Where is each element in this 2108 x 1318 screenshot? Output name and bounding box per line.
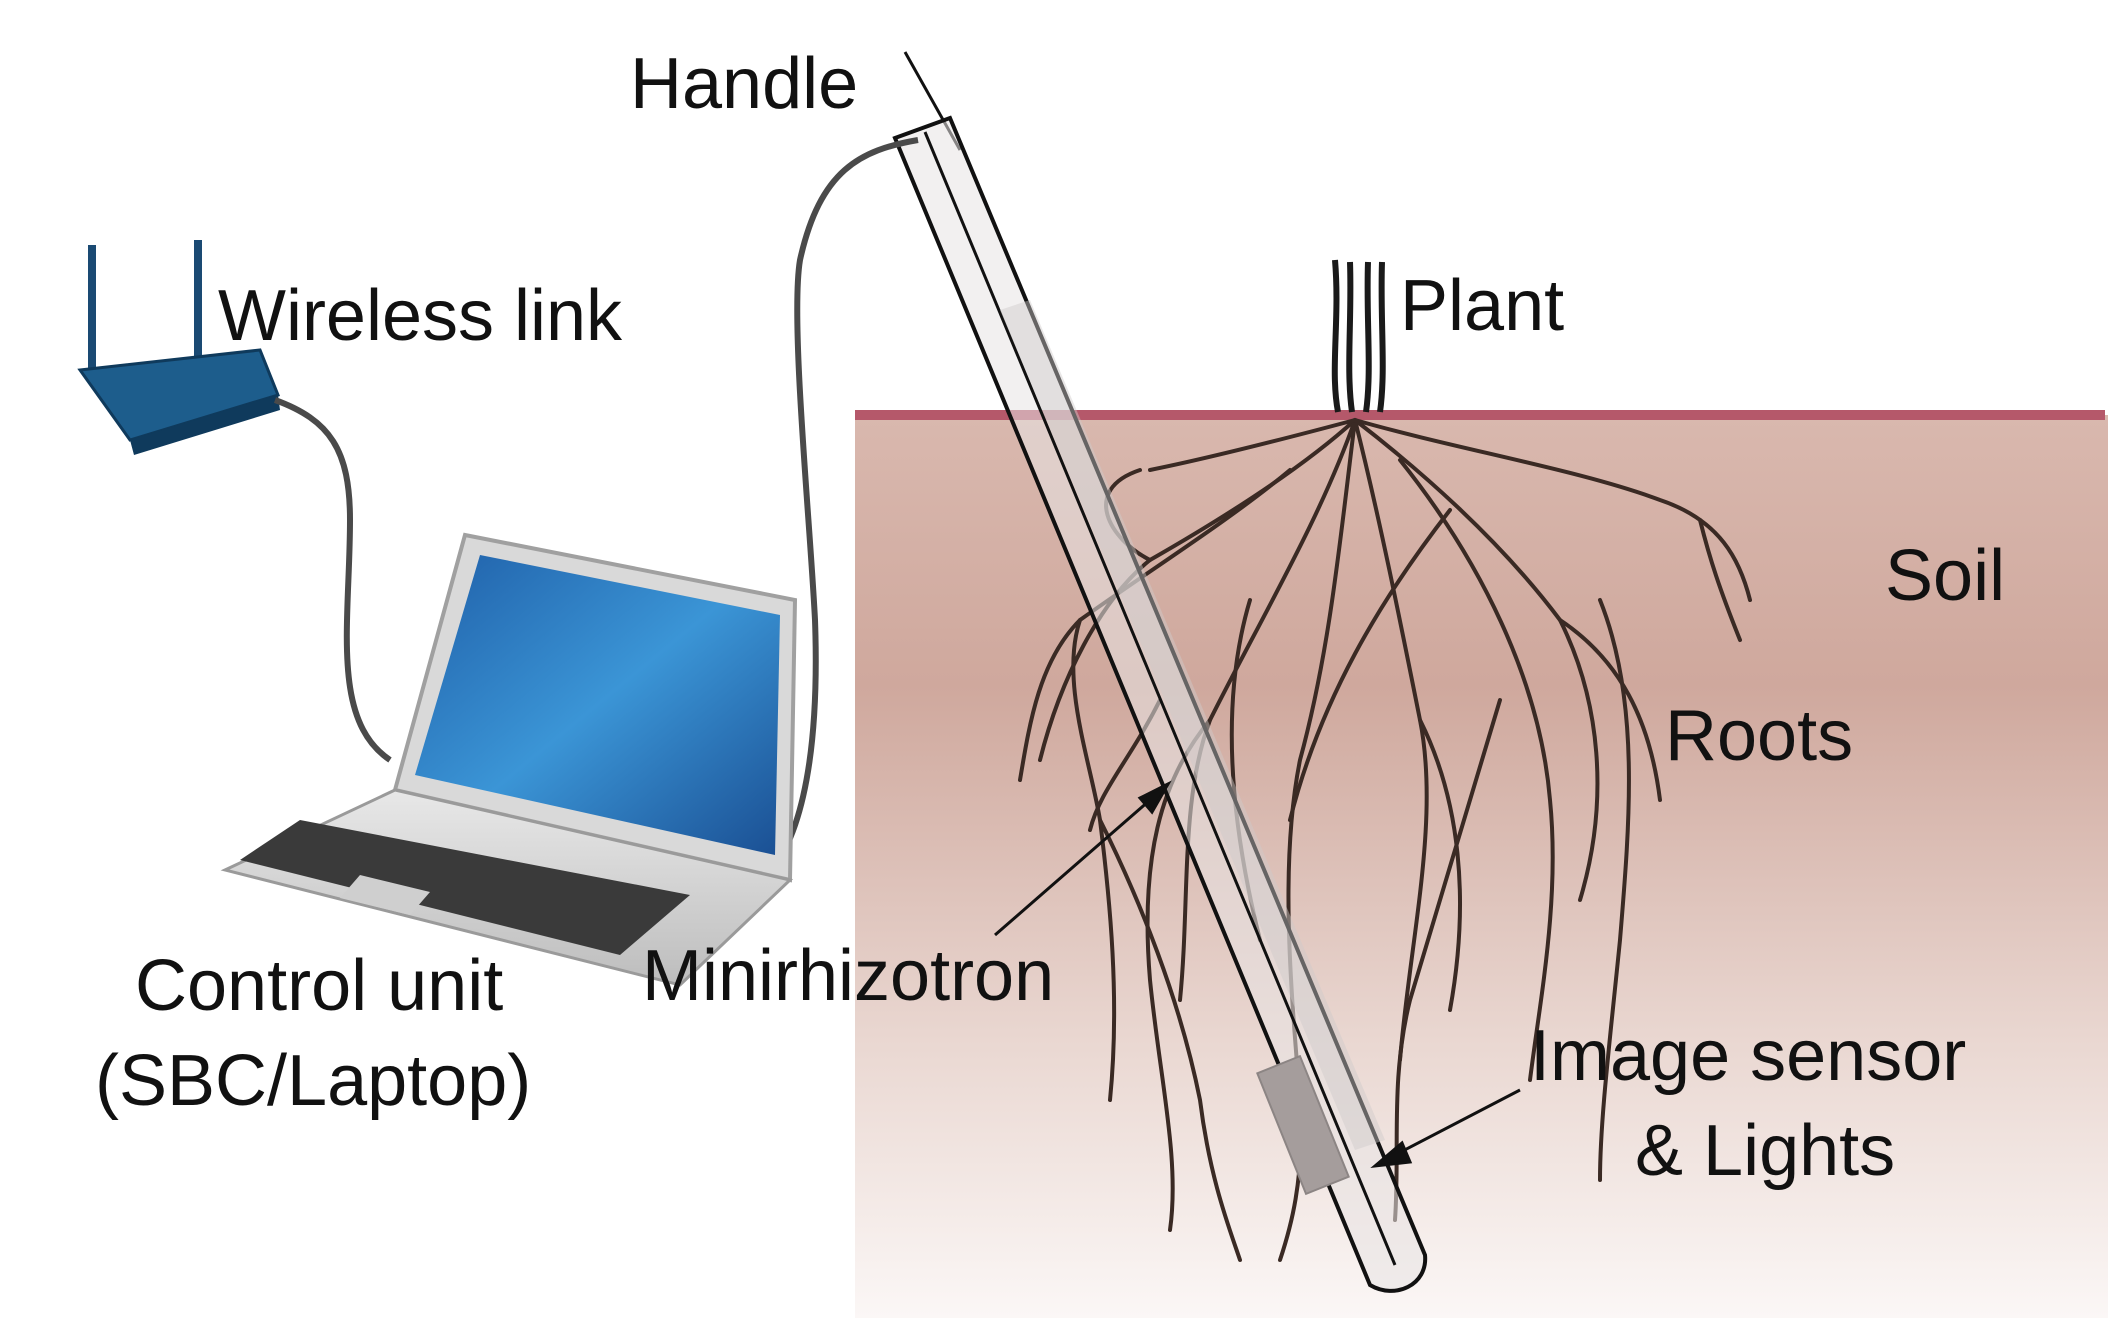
label-control-unit-detail: (SBC/Laptop) (95, 1041, 531, 1121)
router-cable (273, 397, 392, 763)
plant-stem (1331, 259, 1386, 413)
label-plant: Plant (1400, 266, 1564, 346)
laptop-icon (220, 532, 798, 987)
image-sensor-block (1256, 1054, 1350, 1196)
label-minirhizotron: Minirhizotron (642, 936, 1054, 1016)
label-soil: Soil (1885, 536, 2005, 616)
label-lights: & Lights (1635, 1111, 1895, 1191)
minirhizotron-tube (892, 115, 1428, 1293)
image-sensor-arrow (1370, 1088, 1521, 1169)
minirhizotron-arrow (994, 780, 1172, 937)
wireless-router-icon (77, 240, 280, 455)
label-roots: Roots (1665, 696, 1853, 776)
soil-region (855, 415, 2108, 1318)
tube-cable (748, 137, 919, 893)
label-image-sensor: Image sensor (1530, 1016, 1966, 1096)
label-wireless-link: Wireless link (218, 276, 623, 356)
label-handle: Handle (630, 44, 858, 124)
label-control-unit: Control unit (135, 946, 503, 1026)
